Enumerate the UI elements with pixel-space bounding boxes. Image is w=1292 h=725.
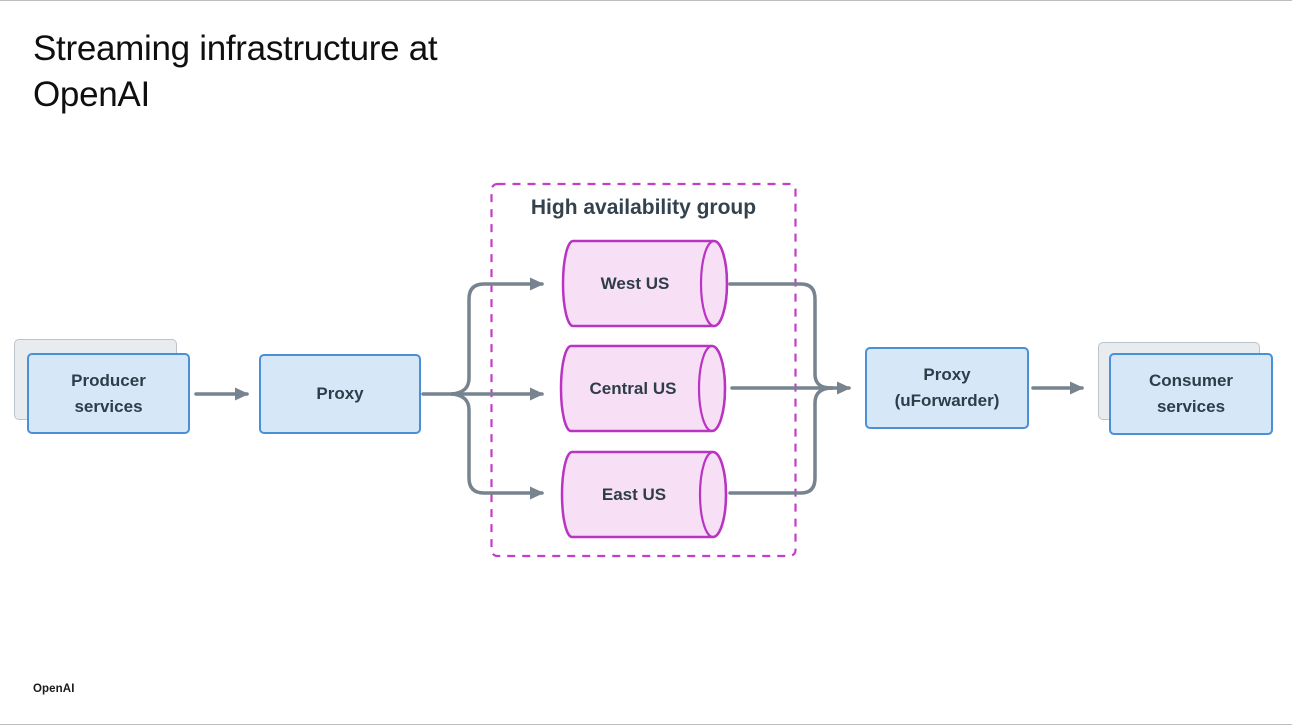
producer-label-line1: Producer [71, 370, 146, 390]
region-label-west: West US [600, 273, 670, 293]
slide-title-line2: OpenAI [33, 75, 150, 114]
proxy-node: Proxy [259, 354, 421, 434]
ha-group-box [490, 182, 797, 558]
producer-label-line2: services [74, 396, 143, 416]
cylinder-west-rim [699, 239, 729, 328]
top-edge-line [0, 0, 1292, 1]
region-label-central: Central US [589, 378, 677, 398]
merge-east-connector [728, 386, 834, 495]
consumer-label-line2: services [1156, 397, 1226, 416]
cylinder-central-rim [697, 344, 727, 433]
arrow-proxy-to-east [450, 392, 544, 500]
producer-label: Producer services [71, 368, 146, 420]
forwarder-node: Proxy (uForwarder) [865, 347, 1029, 429]
merge-west-connector [728, 282, 834, 390]
slide-title-line1: Streaming infrastructure at [33, 29, 438, 68]
consumer-label-line1: Consumer [1148, 371, 1234, 390]
cylinder-east-rim [698, 450, 728, 539]
producer-node: Producer services [27, 353, 190, 434]
ha-group-label: High availability group [530, 196, 757, 219]
consumer-label: Consumer services [1149, 368, 1233, 420]
region-label-east: East US [601, 484, 667, 504]
forwarder-label-line2: (uForwarder) [894, 391, 1000, 410]
arrow-proxy-to-west [450, 277, 544, 396]
consumer-node: Consumer services [1109, 353, 1273, 435]
forwarder-label: Proxy (uForwarder) [895, 362, 1000, 414]
slide-title: Streaming infrastructure at OpenAI [33, 26, 438, 118]
forwarder-label-line1: Proxy [923, 365, 971, 384]
openai-logo: OpenAI [33, 683, 75, 695]
proxy-label: Proxy [316, 384, 364, 403]
